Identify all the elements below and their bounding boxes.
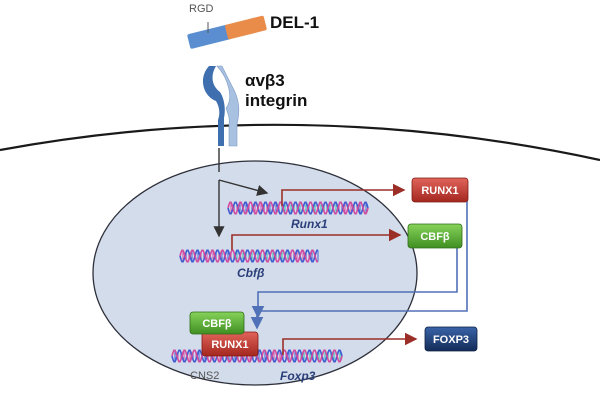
signal-arrow-runx1: [218, 179, 269, 196]
cbfb-protein-label: CBFβ: [420, 231, 450, 243]
integrin-receptor: [202, 65, 240, 147]
cbfb-gene-label: Cbfβ: [237, 266, 265, 280]
integrin-label-line1: αvβ3: [245, 71, 285, 90]
del1-protein: [187, 15, 267, 49]
transcription-arrow-runx1: [281, 183, 406, 206]
cbfb-bound-box: CBFβ: [189, 311, 245, 335]
rgd-label: RGD: [189, 3, 214, 15]
runx1-protein-label: RUNX1: [421, 185, 458, 197]
cell-membrane: [0, 123, 600, 162]
integrin-label-line2: integrin: [245, 91, 308, 110]
runx1-bound-box: RUNX1: [201, 331, 259, 357]
foxp3-protein-box: FOXP3: [424, 326, 478, 352]
dna-runx1-gene: [227, 201, 369, 215]
dna-cbfb-gene: [179, 249, 319, 263]
nucleus: [92, 160, 418, 386]
cbfb-bound-label: CBFβ: [202, 318, 232, 330]
cns2-label: CNS2: [190, 370, 220, 382]
cbfb-protein-box: CBFβ: [407, 223, 463, 249]
foxp3-protein-label: FOXP3: [433, 334, 469, 346]
del1-label: DEL-1: [270, 13, 320, 32]
runx1-gene-label: Runx1: [291, 217, 328, 231]
feedback-arrow-cbfb: [251, 248, 458, 319]
runx1-bound-label: RUNX1: [211, 339, 248, 351]
feedback-arrow-runx1: [250, 196, 468, 330]
foxp3-gene-label: Foxp3: [280, 369, 316, 383]
transcription-arrow-foxp3: [282, 332, 418, 355]
runx1-protein-box: RUNX1: [411, 177, 469, 203]
transcription-arrow-cbfb: [231, 228, 402, 250]
